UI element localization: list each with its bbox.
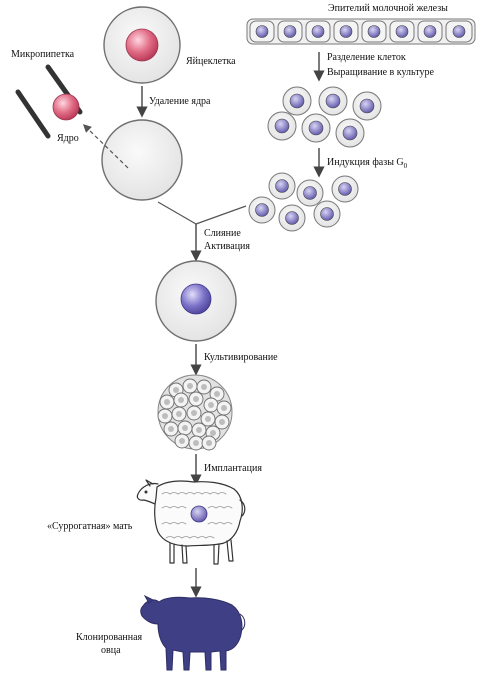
cultured-cells: [267, 86, 382, 148]
enucleated-egg: [101, 119, 183, 201]
cloned-sheep: [140, 594, 246, 671]
egg-nucleus: [125, 28, 159, 62]
g0-induction-label: Индукция фазы G0: [327, 157, 408, 170]
egg-cell: [103, 6, 181, 84]
fusion-line-left: [157, 201, 197, 225]
surrogate-mother-label: «Суррогатная» мать: [47, 521, 133, 532]
nucleus-removal-label: Удаление ядра: [149, 96, 211, 107]
implantation-label: Имплантация: [204, 463, 262, 474]
nucleus-label: Ядро: [57, 133, 79, 144]
epithelium-cells: [249, 20, 473, 43]
donor-nucleus: [180, 283, 212, 315]
extracted-nucleus: [52, 93, 80, 121]
cell-separation-label: Разделение клеток: [327, 52, 406, 63]
embryo: [157, 374, 233, 451]
epithelium-label: Эпителий молочной железы: [328, 3, 448, 14]
mammary-epithelium: [246, 18, 476, 45]
surrogate-sheep: [136, 479, 246, 565]
micropipette: [15, 64, 83, 139]
micropipette-label: Микропипетка: [11, 49, 75, 60]
fusion-line-right: [195, 205, 247, 225]
dashed-nucleus-arrow: [82, 124, 129, 169]
fusion-label: Слияние: [204, 228, 241, 239]
cloned-sheep-label-line2: овца: [101, 645, 121, 656]
activation-label: Активация: [204, 241, 250, 252]
cloned-sheep-label-line1: Клонированная: [76, 632, 143, 643]
cultivation-label: Культивирование: [204, 352, 278, 363]
reconstructed-egg: [155, 260, 237, 342]
implanted-embryo: [190, 505, 208, 523]
g0-cells: [248, 172, 359, 232]
culture-growth-label: Выращивание в культуре: [327, 67, 434, 78]
egg-cell-label: Яйцеклетка: [186, 56, 236, 67]
